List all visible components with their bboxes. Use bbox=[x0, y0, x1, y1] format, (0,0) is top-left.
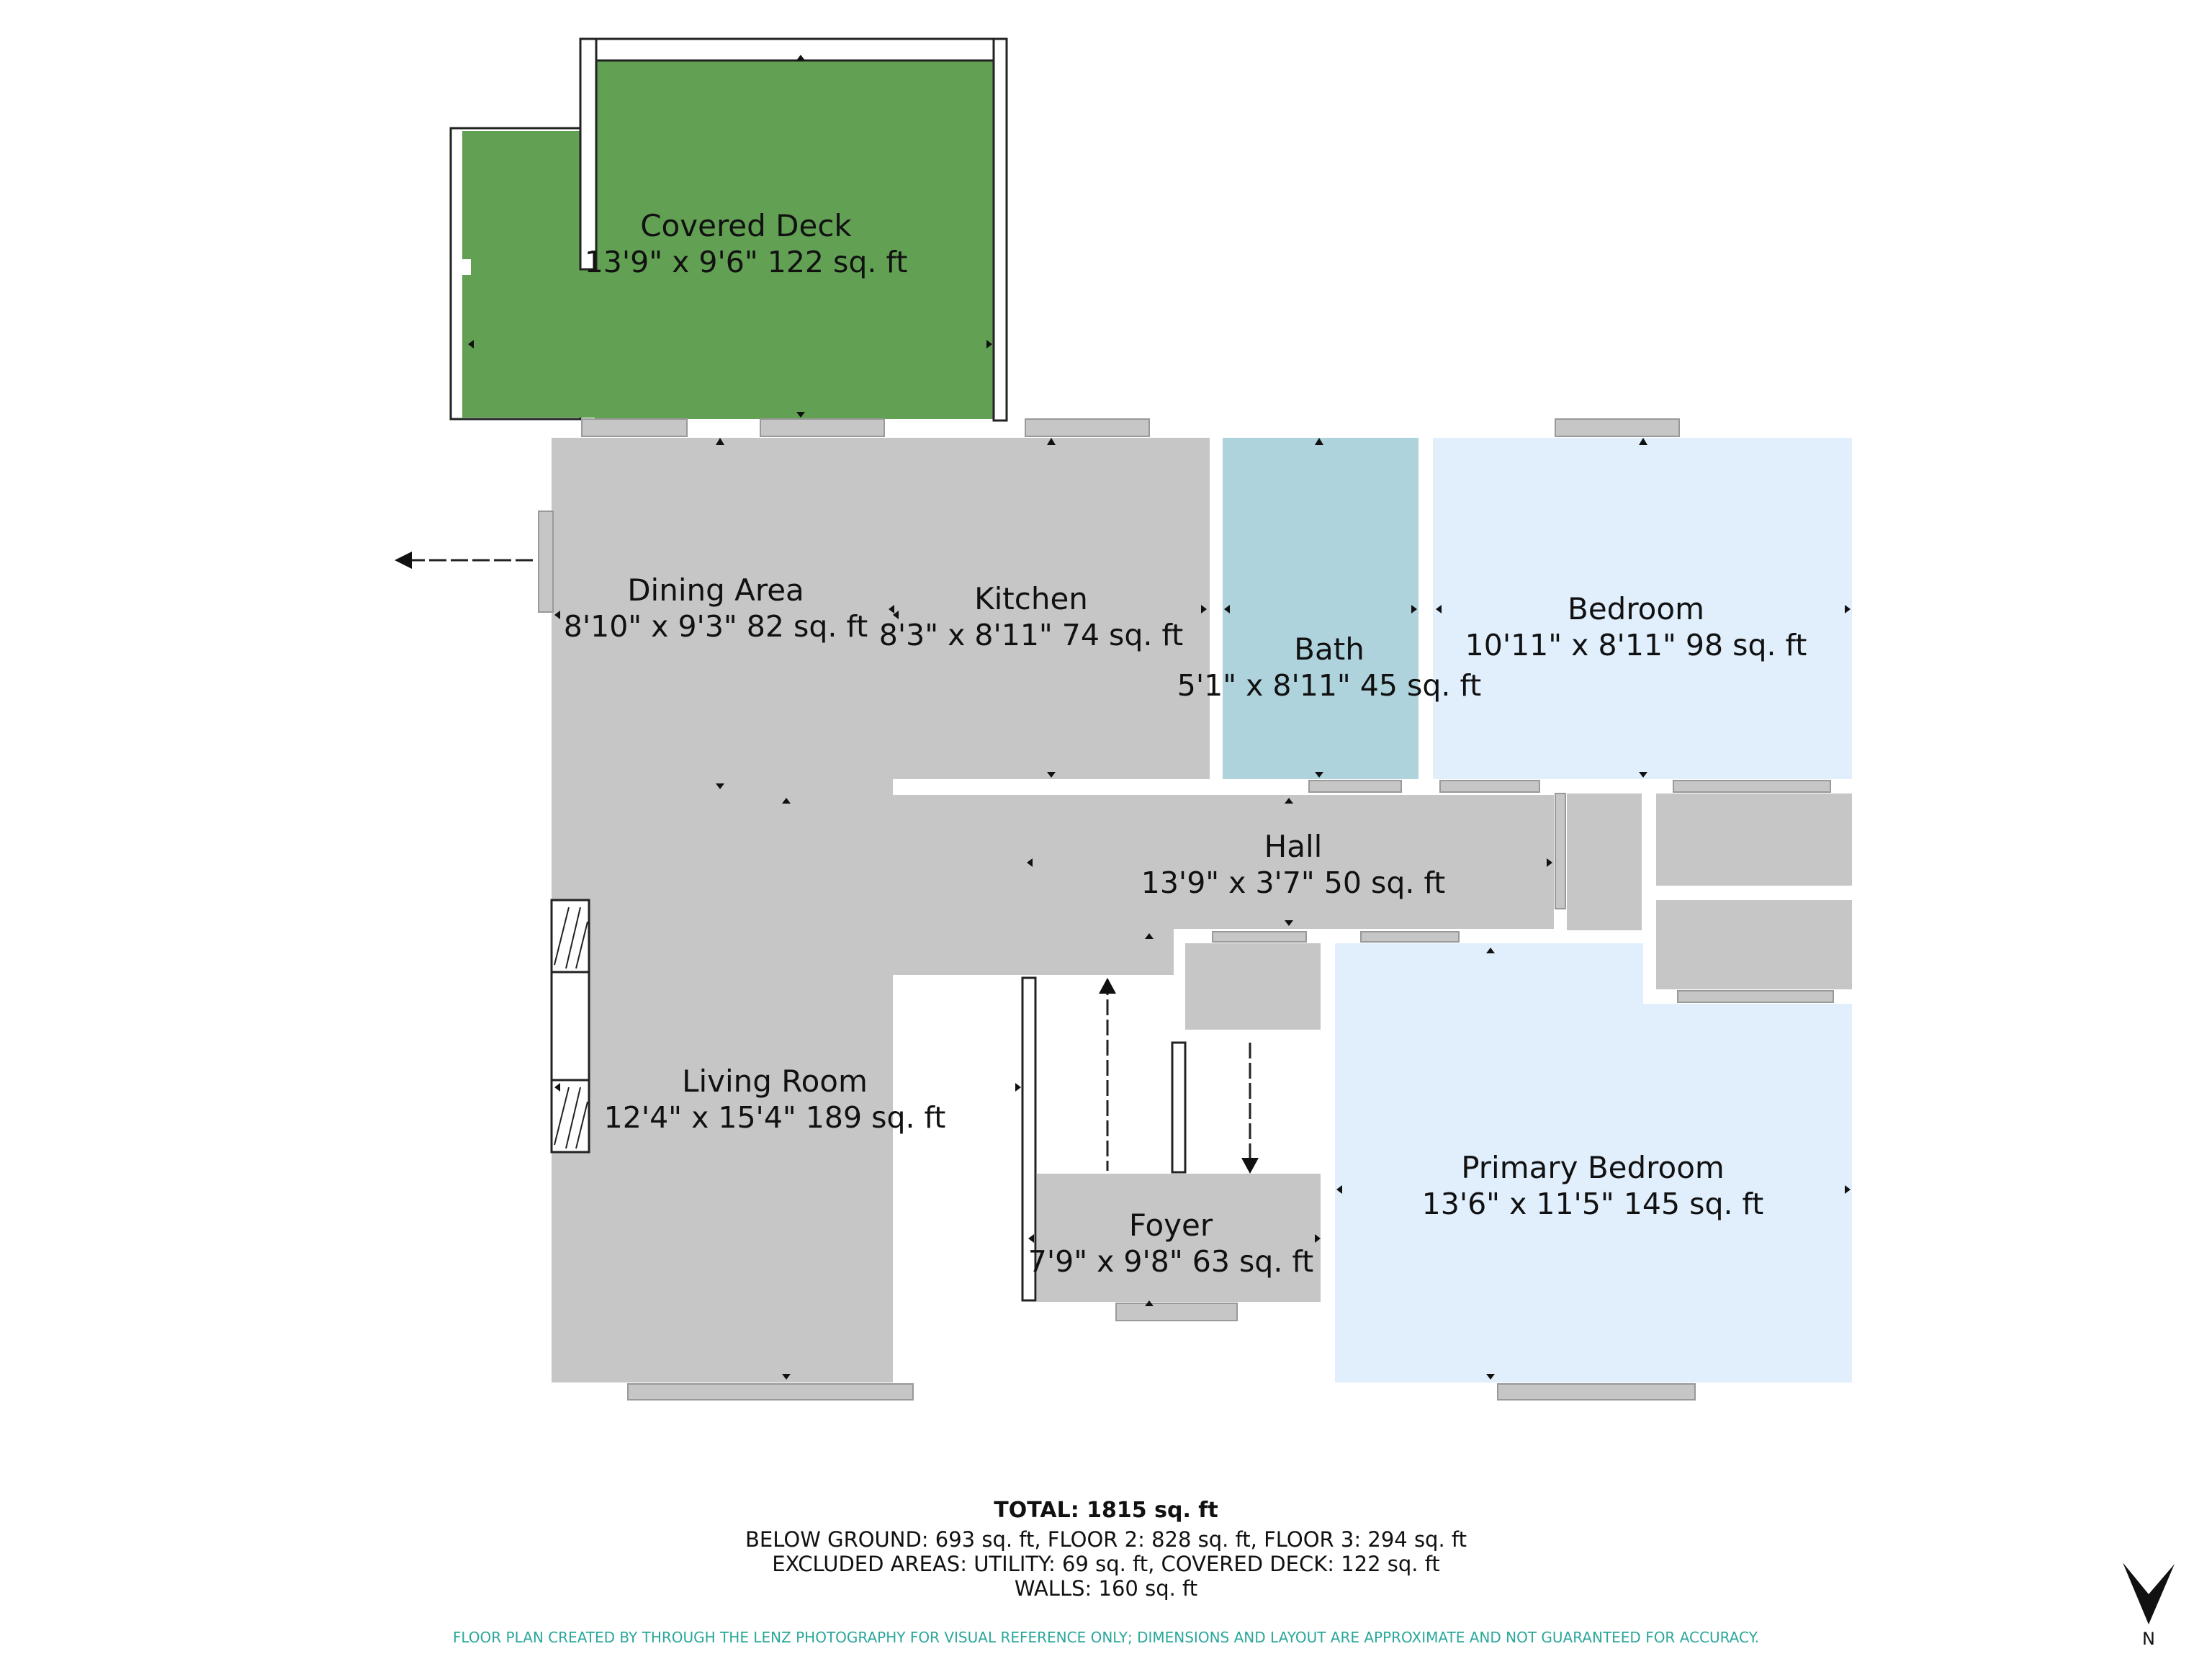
kitchen-name: Kitchen bbox=[974, 581, 1088, 616]
dining-area-name: Dining Area bbox=[627, 572, 804, 608]
walls-area: WALLS: 160 sq. ft bbox=[1014, 1576, 1198, 1601]
living-room-name: Living Room bbox=[682, 1064, 868, 1099]
room-foyer bbox=[1037, 1174, 1321, 1321]
hall-dims: 13'9" x 3'7" 50 sq. ft bbox=[1141, 866, 1446, 900]
total-area: TOTAL: 1815 sq. ft bbox=[994, 1498, 1218, 1523]
room-bath bbox=[1223, 438, 1419, 793]
windows-bottom bbox=[627, 1383, 1696, 1401]
windows-top bbox=[581, 418, 1680, 437]
primary-bedroom-dims: 13'6" x 11'5" 145 sq. ft bbox=[1422, 1187, 1764, 1221]
bedroom-dims: 10'11" x 8'11" 98 sq. ft bbox=[1465, 628, 1807, 662]
room-main-living-zone bbox=[538, 438, 1554, 1382]
bath-dims: 5'1" x 8'11" 45 sq. ft bbox=[1177, 668, 1482, 703]
north-label: N bbox=[2142, 1629, 2155, 1649]
room-primary-bedroom bbox=[1335, 943, 1852, 1382]
foyer-name: Foyer bbox=[1129, 1208, 1213, 1243]
dimension-markers bbox=[468, 55, 1851, 1380]
hall-name: Hall bbox=[1264, 829, 1323, 864]
covered-deck-name: Covered Deck bbox=[640, 208, 852, 243]
hatched-wall bbox=[550, 899, 590, 1154]
excluded-areas: EXCLUDED AREAS: UTILITY: 69 sq. ft, COVE… bbox=[772, 1552, 1440, 1576]
disclaimer-text: FLOOR PLAN CREATED BY THROUGH THE LENZ P… bbox=[452, 1629, 1760, 1646]
room-bedroom bbox=[1433, 438, 1852, 793]
dining-area-dims: 8'10" x 9'3" 82 sq. ft bbox=[564, 609, 868, 644]
stairs bbox=[1099, 931, 1460, 1174]
north-arrow-icon bbox=[2123, 1563, 2175, 1624]
primary-bedroom-name: Primary Bedroom bbox=[1461, 1150, 1725, 1185]
closets bbox=[1555, 780, 1852, 1003]
room-covered-deck: Covered Deck 13'9" x 9'6" 122 sq. ft bbox=[449, 37, 1008, 422]
foyer-dims: 7'9" x 9'8" 63 sq. ft bbox=[1028, 1244, 1313, 1279]
bath-name: Bath bbox=[1294, 631, 1364, 667]
exit-arrow-icon bbox=[395, 552, 533, 569]
floor-areas: BELOW GROUND: 693 sq. ft, FLOOR 2: 828 s… bbox=[745, 1527, 1467, 1552]
living-room-dims: 12'4" x 15'4" 189 sq. ft bbox=[604, 1100, 946, 1135]
covered-deck-dims: 13'9" x 9'6" 122 sq. ft bbox=[585, 245, 908, 279]
bedroom-name: Bedroom bbox=[1568, 591, 1704, 626]
kitchen-dims: 8'3" x 8'11" 74 sq. ft bbox=[879, 618, 1184, 652]
